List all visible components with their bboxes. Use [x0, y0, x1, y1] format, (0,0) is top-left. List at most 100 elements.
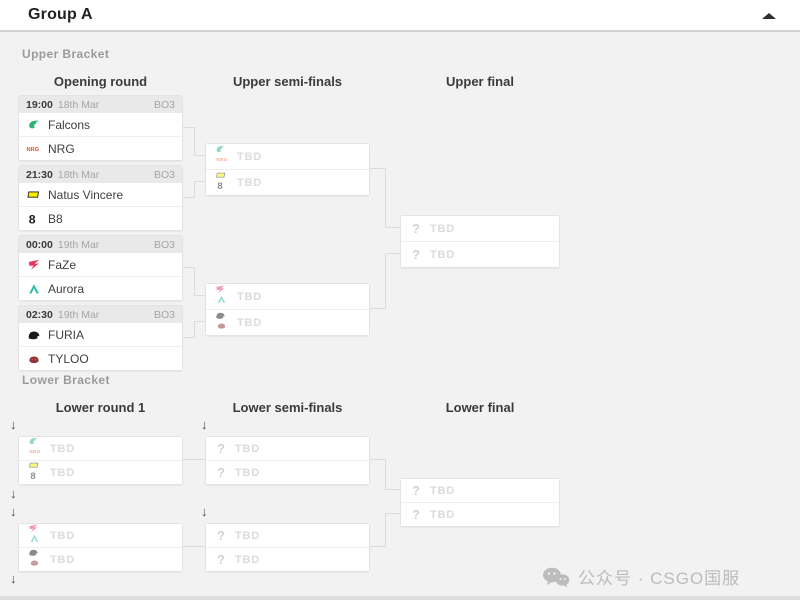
match-card-faze-aurora[interactable]: 00:00 19th Mar BO3 FaZe Aurora	[18, 235, 183, 301]
tbd-slot[interactable]: TBD	[206, 284, 369, 309]
bracket-connector	[385, 513, 386, 547]
column-header-lower-semifinals: Lower semi-finals	[232, 400, 343, 415]
tbd-slot[interactable]: NRG TBD	[19, 437, 182, 460]
tyloo-logo-icon	[26, 351, 41, 366]
loser-drop-arrow-icon: ↓	[201, 417, 208, 432]
bracket-connector	[194, 321, 205, 322]
question-mark-icon: ?	[412, 507, 420, 522]
b8-logo-icon: 8	[216, 180, 227, 193]
match-time: 00:00	[26, 238, 53, 251]
bracket-connector	[194, 321, 195, 338]
tbd-slot[interactable]: TBD	[19, 524, 182, 547]
lower-semifinal-1-card[interactable]: ? TBD ? TBD	[205, 436, 370, 485]
tyloo-logo-icon	[29, 557, 40, 570]
tbd-label: TBD	[237, 150, 263, 163]
upper-final-card[interactable]: ? TBD ? TBD	[400, 215, 560, 268]
svg-text:8: 8	[217, 181, 223, 191]
tbd-slot[interactable]: TBD	[19, 547, 182, 571]
tyloo-logo-icon	[216, 320, 227, 333]
team-row-aurora[interactable]: Aurora	[19, 276, 182, 300]
match-date: 18th Mar	[57, 168, 100, 181]
question-mark-icon: ?	[412, 247, 420, 262]
team-row-falcons[interactable]: Falcons	[19, 113, 182, 136]
tbd-slot[interactable]: ? TBD	[206, 547, 369, 571]
bracket-connector	[385, 253, 400, 254]
question-mark-icon: ?	[217, 528, 225, 543]
loser-drop-arrow-icon: ↓	[10, 417, 17, 432]
match-header: 19:00 18th Mar BO3	[19, 96, 182, 113]
team-row-navi[interactable]: Natus Vincere	[19, 183, 182, 206]
match-header: 21:30 18th Mar BO3	[19, 166, 182, 183]
team-row-b8[interactable]: 8 B8	[19, 206, 182, 230]
tbd-slot[interactable]: ? TBD	[401, 479, 559, 502]
match-format: BO3	[153, 98, 175, 111]
match-header: 00:00 19th Mar BO3	[19, 236, 182, 253]
team-row-tyloo[interactable]: TYLOO	[19, 346, 182, 370]
bottom-border	[0, 596, 800, 600]
match-card-navi-b8[interactable]: 21:30 18th Mar BO3 Natus Vincere 8 B8	[18, 165, 183, 231]
match-date: 19th Mar	[57, 238, 100, 251]
match-card-furia-tyloo[interactable]: 02:30 19th Mar BO3 FURIA TYLOO	[18, 305, 183, 371]
lower-round1-match2-card[interactable]: TBD TBD	[18, 523, 183, 572]
wechat-icon	[543, 567, 570, 587]
svg-text:NRG: NRG	[27, 147, 40, 153]
faze-logo-icon	[26, 257, 41, 272]
column-header-lower-round-1: Lower round 1	[55, 400, 146, 415]
tbd-slot[interactable]: 8 TBD	[19, 460, 182, 484]
bracket-connector	[385, 459, 386, 490]
tbd-label: TBD	[50, 442, 76, 455]
tbd-slot[interactable]: ? TBD	[401, 216, 559, 241]
tbd-slot[interactable]: 8 TBD	[206, 169, 369, 195]
tbd-slot[interactable]: ? TBD	[401, 241, 559, 267]
tbd-slot[interactable]: ? TBD	[206, 437, 369, 460]
tbd-slot[interactable]: TBD	[206, 309, 369, 335]
group-title: Group A	[28, 6, 93, 23]
upper-semifinal-2-card[interactable]: TBD TBD	[205, 283, 370, 336]
svg-text:NRG: NRG	[29, 449, 40, 454]
bracket-connector	[183, 459, 205, 460]
lower-round1-match1-card[interactable]: NRG TBD 8 TBD	[18, 436, 183, 485]
match-card-falcons-nrg[interactable]: 19:00 18th Mar BO3 Falcons NRG NRG	[18, 95, 183, 161]
match-format: BO3	[153, 238, 175, 251]
possible-teams-icons	[214, 285, 231, 307]
tbd-label: TBD	[237, 176, 263, 189]
tbd-label: TBD	[235, 529, 261, 542]
tbd-slot[interactable]: ? TBD	[206, 524, 369, 547]
tbd-slot[interactable]: NRG TBD	[206, 144, 369, 169]
question-mark-icon: ?	[412, 221, 420, 236]
possible-teams-icons	[214, 312, 231, 333]
aurora-logo-icon	[26, 281, 41, 296]
team-name: B8	[48, 211, 63, 226]
bracket-connector	[385, 168, 386, 228]
bracket-connector	[385, 253, 386, 309]
faze-logo-icon	[28, 523, 39, 536]
bracket-connector	[370, 308, 386, 309]
bracket-connector	[385, 489, 400, 490]
tbd-slot[interactable]: ? TBD	[206, 460, 369, 484]
tbd-slot[interactable]: ? TBD	[401, 502, 559, 526]
nrg-logo-icon: NRG	[216, 154, 228, 167]
upper-bracket-label: Upper Bracket	[22, 47, 110, 61]
tbd-label: TBD	[50, 529, 76, 542]
watermark-text: 公众号 · CSGO国服	[578, 569, 741, 588]
possible-teams-icons: 8	[214, 172, 231, 193]
lower-final-card[interactable]: ? TBD ? TBD	[400, 478, 560, 527]
furia-logo-icon	[28, 547, 39, 560]
tbd-label: TBD	[430, 508, 456, 521]
bracket-connector	[370, 546, 386, 547]
navi-logo-icon	[26, 187, 41, 202]
team-row-faze[interactable]: FaZe	[19, 253, 182, 276]
team-row-furia[interactable]: FURIA	[19, 323, 182, 346]
bracket-connector	[194, 295, 205, 296]
match-format: BO3	[153, 168, 175, 181]
furia-logo-icon	[26, 327, 41, 342]
nrg-logo-icon: NRG	[29, 446, 41, 459]
lower-semifinal-2-card[interactable]: ? TBD ? TBD	[205, 523, 370, 572]
upper-semifinal-1-card[interactable]: NRG TBD 8 TBD	[205, 143, 370, 196]
team-row-nrg[interactable]: NRG NRG	[19, 136, 182, 160]
collapse-caret-icon[interactable]	[762, 13, 776, 19]
team-name: Aurora	[48, 281, 85, 296]
bracket-connector	[194, 155, 205, 156]
column-header-lower-final: Lower final	[445, 400, 515, 415]
